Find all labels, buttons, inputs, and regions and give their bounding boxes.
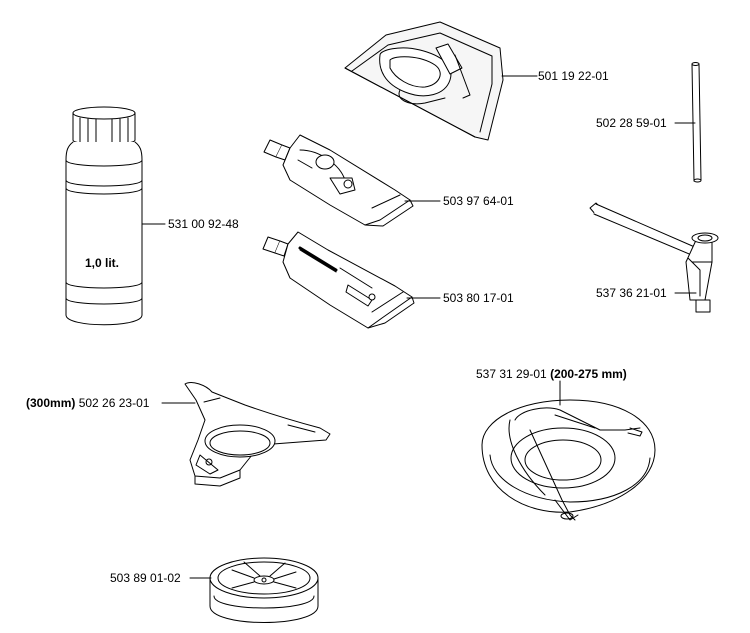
part-label-531-00-92-48: 531 00 92-48	[168, 217, 239, 231]
grease-tube-2-drawing	[262, 231, 415, 329]
part-size-suffix: (200-275 mm)	[550, 367, 627, 381]
drum-cup-drawing	[209, 557, 319, 623]
part-number: 503 97 64-01	[443, 194, 514, 208]
oil-bottle-drawing	[65, 106, 143, 326]
rod-drawing	[691, 62, 702, 183]
part-label-501-19-22-01: 501 19 22-01	[538, 69, 609, 83]
part-label-502-26-23-01: (300mm) 502 26 23-01	[26, 396, 149, 410]
guard-drawing	[481, 399, 656, 521]
part-label-503-89-01-02: 503 89 01-02	[110, 571, 181, 585]
part-number: 502 26 23-01	[78, 396, 150, 410]
part-label-537-36-21-01: 537 36 21-01	[596, 286, 667, 300]
part-number: 531 00 92-48	[168, 217, 239, 231]
part-label-503-97-64-01: 503 97 64-01	[443, 194, 514, 208]
part-label-537-31-29-01: 537 31 29-01 (200-275 mm)	[476, 367, 627, 381]
part-label-503-80-17-01: 503 80 17-01	[443, 291, 514, 305]
grease-tube-1-drawing	[263, 134, 414, 227]
part-number: 537 36 21-01	[596, 286, 667, 300]
trimmer-shield-drawing	[184, 382, 331, 487]
part-number: 537 31 29-01	[476, 367, 547, 381]
bottle-volume-text: 1,0 lit.	[85, 256, 120, 270]
wrench-drawing	[589, 202, 719, 313]
part-size-prefix: (300mm)	[26, 396, 76, 410]
part-number: 503 89 01-02	[110, 571, 181, 585]
part-number: 501 19 22-01	[538, 69, 609, 83]
part-number: 502 28 59-01	[596, 116, 667, 130]
part-label-502-28-59-01: 502 28 59-01	[596, 116, 667, 130]
part-number: 503 80 17-01	[443, 291, 514, 305]
harness-bag-drawing	[344, 21, 504, 141]
